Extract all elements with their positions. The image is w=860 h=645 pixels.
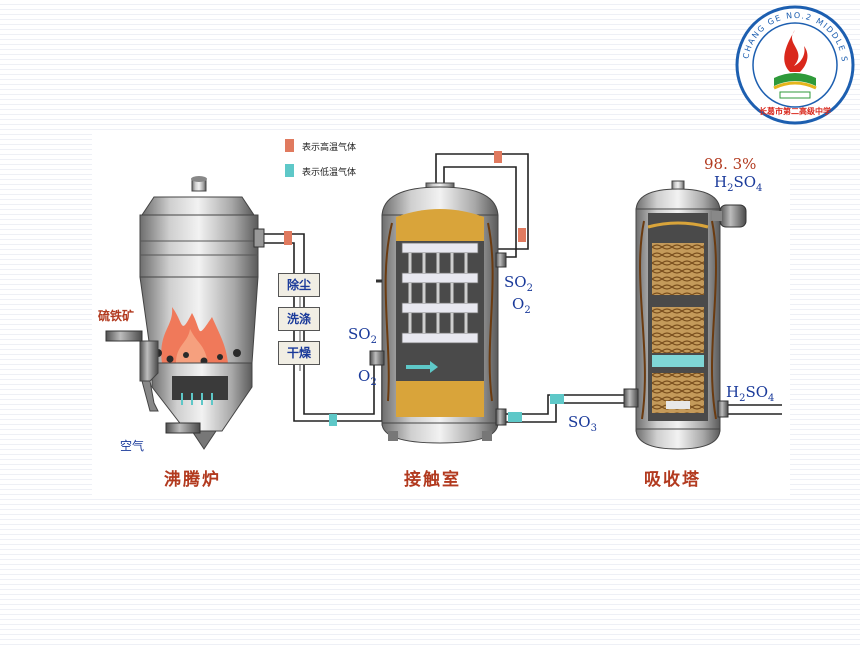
furnace-title: 沸腾炉: [164, 470, 221, 490]
cold-marker: [508, 412, 522, 422]
cold-marker: [550, 394, 564, 404]
contact-chamber-title: 接触室: [404, 470, 461, 490]
so2-inlet-label: SO2: [348, 325, 377, 346]
o2-loop-label: O2: [512, 295, 531, 316]
legend-hot-label: 表示高温气体: [302, 143, 357, 153]
school-logo: CHANG GE NO.2 MIDDLE SCHOOL 长葛市第二高级中学: [730, 0, 856, 126]
so3-label: SO3: [568, 413, 597, 434]
legend-hot-swatch: [285, 139, 294, 152]
h2so4-feed-label: H2SO4: [714, 173, 763, 194]
pyrite-label: 硫铁矿: [98, 309, 135, 323]
drying-box: 干燥: [278, 341, 320, 365]
boiling-furnace: [105, 176, 265, 450]
contact-chamber: [369, 182, 507, 444]
hot-marker: [518, 228, 526, 242]
legend-cold-label: 表示低温气体: [302, 168, 357, 178]
air-label: 空气: [120, 439, 145, 453]
acid-concentration-label: 98. 3%: [704, 155, 757, 173]
hot-marker: [494, 151, 502, 163]
hot-marker: [284, 231, 292, 245]
washing-box: 洗涤: [278, 307, 320, 331]
h2so4-product-label: H2SO4: [726, 383, 775, 404]
absorption-tower: [623, 180, 747, 450]
so2-loop-label: SO2: [504, 273, 533, 294]
pipe-markers: [284, 151, 564, 426]
o2-inlet-label: O2: [358, 367, 377, 388]
legend: [285, 139, 294, 177]
logo-bottom-text: 长葛市第二高级中学: [759, 106, 831, 116]
cold-marker: [329, 414, 337, 426]
dust-removal-box: 除尘: [278, 273, 320, 297]
sulfuric-acid-process-diagram: 表示高温气体 表示低温气体 除尘 洗涤 干燥 硫铁矿 空气 SO2 O2 SO2…: [92, 131, 790, 495]
legend-cold-swatch: [285, 164, 294, 177]
absorption-tower-title: 吸收塔: [644, 470, 701, 490]
